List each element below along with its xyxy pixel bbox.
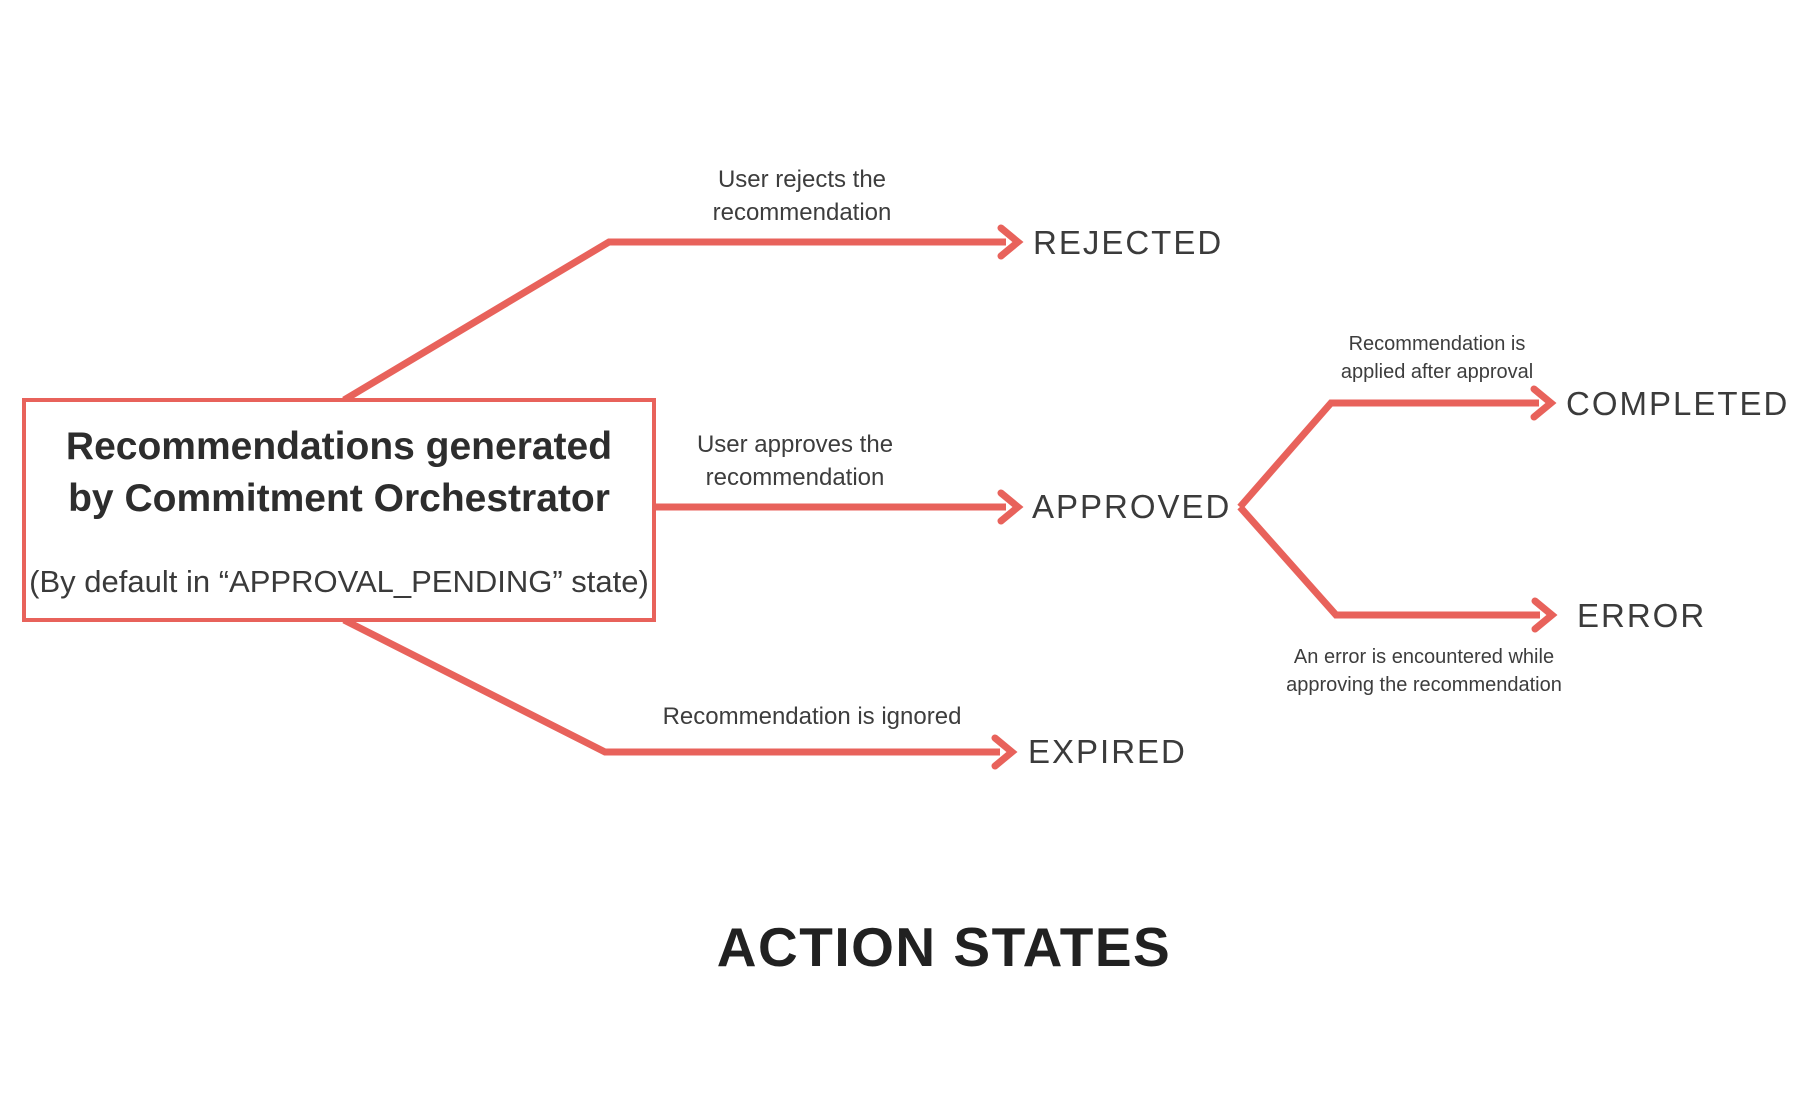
state-label-rejected: REJECTED bbox=[1033, 224, 1224, 261]
edge-rejected-line bbox=[342, 238, 1006, 404]
source-box-title: Recommendations generated by Commitment … bbox=[65, 425, 613, 520]
edge-label-completed: Recommendation is applied after approval bbox=[1340, 333, 1534, 383]
source-box-subtitle: (By default in “APPROVAL_PENDING” state) bbox=[29, 564, 649, 599]
edge-expired-line bbox=[342, 616, 1000, 756]
state-label-approved: APPROVED bbox=[1032, 488, 1232, 525]
edge-completed-line bbox=[1237, 399, 1539, 510]
edge-error-arrowhead-icon bbox=[1531, 597, 1558, 633]
edge-label-rejected: User rejects the recommendation bbox=[712, 166, 892, 226]
edge-approved-arrowhead-icon bbox=[997, 489, 1024, 525]
edge-label-error: An error is encountered while approving … bbox=[1286, 646, 1562, 696]
edge-expired-arrowhead-icon bbox=[991, 734, 1018, 770]
edge-rejected-arrowhead-icon bbox=[997, 224, 1024, 260]
state-label-completed: COMPLETED bbox=[1566, 385, 1790, 422]
state-label-error: ERROR bbox=[1577, 597, 1707, 634]
source-box: Recommendations generated by Commitment … bbox=[22, 398, 656, 622]
state-label-expired: EXPIRED bbox=[1028, 733, 1187, 770]
page-title: ACTION STATES bbox=[716, 916, 1172, 978]
edge-completed-arrowhead-icon bbox=[1530, 385, 1557, 421]
edge-label-approved: User approves the recommendation bbox=[696, 431, 894, 491]
edge-label-expired: Recommendation is ignored bbox=[662, 703, 962, 730]
edge-error-line bbox=[1237, 504, 1540, 619]
